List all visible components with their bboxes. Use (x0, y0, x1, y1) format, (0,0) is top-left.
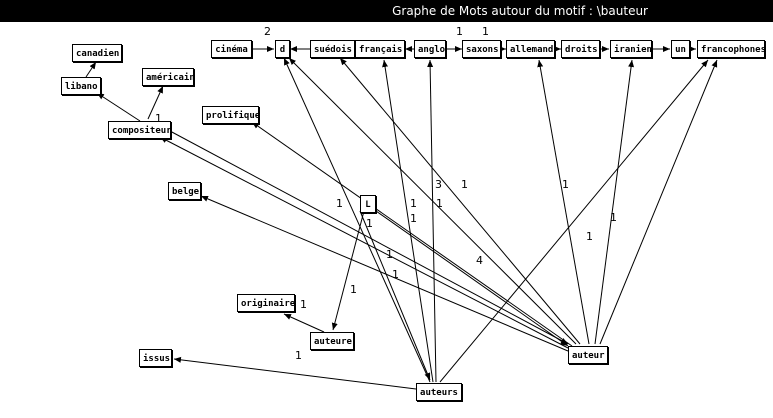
node-anglo: anglo (414, 40, 446, 58)
node-francophones: francophones (697, 40, 766, 58)
edge-L-auteur (375, 210, 569, 347)
edge-auteur-belge (200, 195, 569, 352)
edge-label: 1 (155, 112, 162, 125)
edge-label: 3 (435, 178, 442, 191)
edge-label: 4 (476, 254, 483, 267)
node-libano: libano (61, 77, 101, 95)
node-saxons: saxons (462, 40, 501, 58)
edge-label: 1 (295, 349, 302, 362)
edge-L-auteurs (359, 210, 431, 381)
title-bar: Graphe de Mots autour du motif : \bauteu… (0, 0, 773, 22)
edge-L-auteure (331, 210, 365, 331)
node-compositeur: compositeur (108, 121, 172, 139)
edge-label: 1 (366, 217, 373, 230)
edge-label: 1 (586, 230, 593, 243)
edge-auteurs-d (283, 57, 431, 383)
edge-auteurs-anglo (427, 59, 437, 383)
edge-compositeur-libano (96, 92, 141, 122)
node-auteurs: auteurs (416, 383, 462, 401)
edge-label: 1 (610, 211, 617, 224)
edge-label: 1 (436, 197, 443, 210)
edge-label: 1 (392, 268, 399, 281)
edge-label: 1 (410, 197, 417, 210)
edge-label: 1 (456, 25, 463, 38)
node-francais: français (355, 40, 405, 58)
node-americain: américain (142, 68, 195, 86)
node-canadien: canadien (72, 44, 122, 62)
window-title: Graphe de Mots autour du motif : \bauteu… (392, 4, 648, 18)
edge-label: 1 (300, 298, 307, 311)
node-suedois: suédois (310, 40, 355, 58)
edge-label: 1 (386, 248, 393, 261)
node-un: un (671, 40, 690, 58)
node-cinema: cinéma (211, 40, 252, 58)
node-issus: issus (139, 349, 172, 367)
edge-label: 2 (264, 25, 271, 38)
node-L: L (360, 195, 376, 213)
edge-label: 1 (562, 178, 569, 191)
edge-auteur-iranien (594, 59, 635, 345)
edge-auteure-originaire (283, 313, 325, 333)
edge-label: 1 (350, 283, 357, 296)
node-droits: droits (561, 40, 600, 58)
edge-compositeur-americain (147, 85, 164, 120)
node-auteure: auteure (310, 332, 354, 350)
edge-label: 1 (410, 212, 417, 225)
node-allemand: allemand (506, 40, 555, 58)
edge-compositeur-auteur (169, 130, 569, 345)
node-auteur: auteur (568, 346, 608, 364)
edge-libano-canadien (85, 61, 97, 78)
edge-auteurs-francophones (439, 59, 709, 383)
edge-auteur-suedois (339, 57, 581, 345)
node-originaire: originaire (237, 294, 295, 312)
edge-auteurs-issus (173, 356, 417, 390)
node-prolifique: prolifique (202, 106, 260, 124)
node-belge: belge (168, 182, 201, 200)
node-d: d (275, 40, 290, 58)
edge-auteur-allemand (537, 59, 590, 345)
edge-label: 1 (461, 178, 468, 191)
edge-auteurs-francais (382, 59, 434, 383)
node-iranien: iranien (610, 40, 652, 58)
edge-label: 1 (336, 197, 343, 210)
edge-auteur-compositeur (159, 136, 569, 349)
edge-auteur-francophones (599, 59, 718, 345)
edge-label: 1 (482, 25, 489, 38)
edge-auteur-prolifique (251, 121, 573, 347)
